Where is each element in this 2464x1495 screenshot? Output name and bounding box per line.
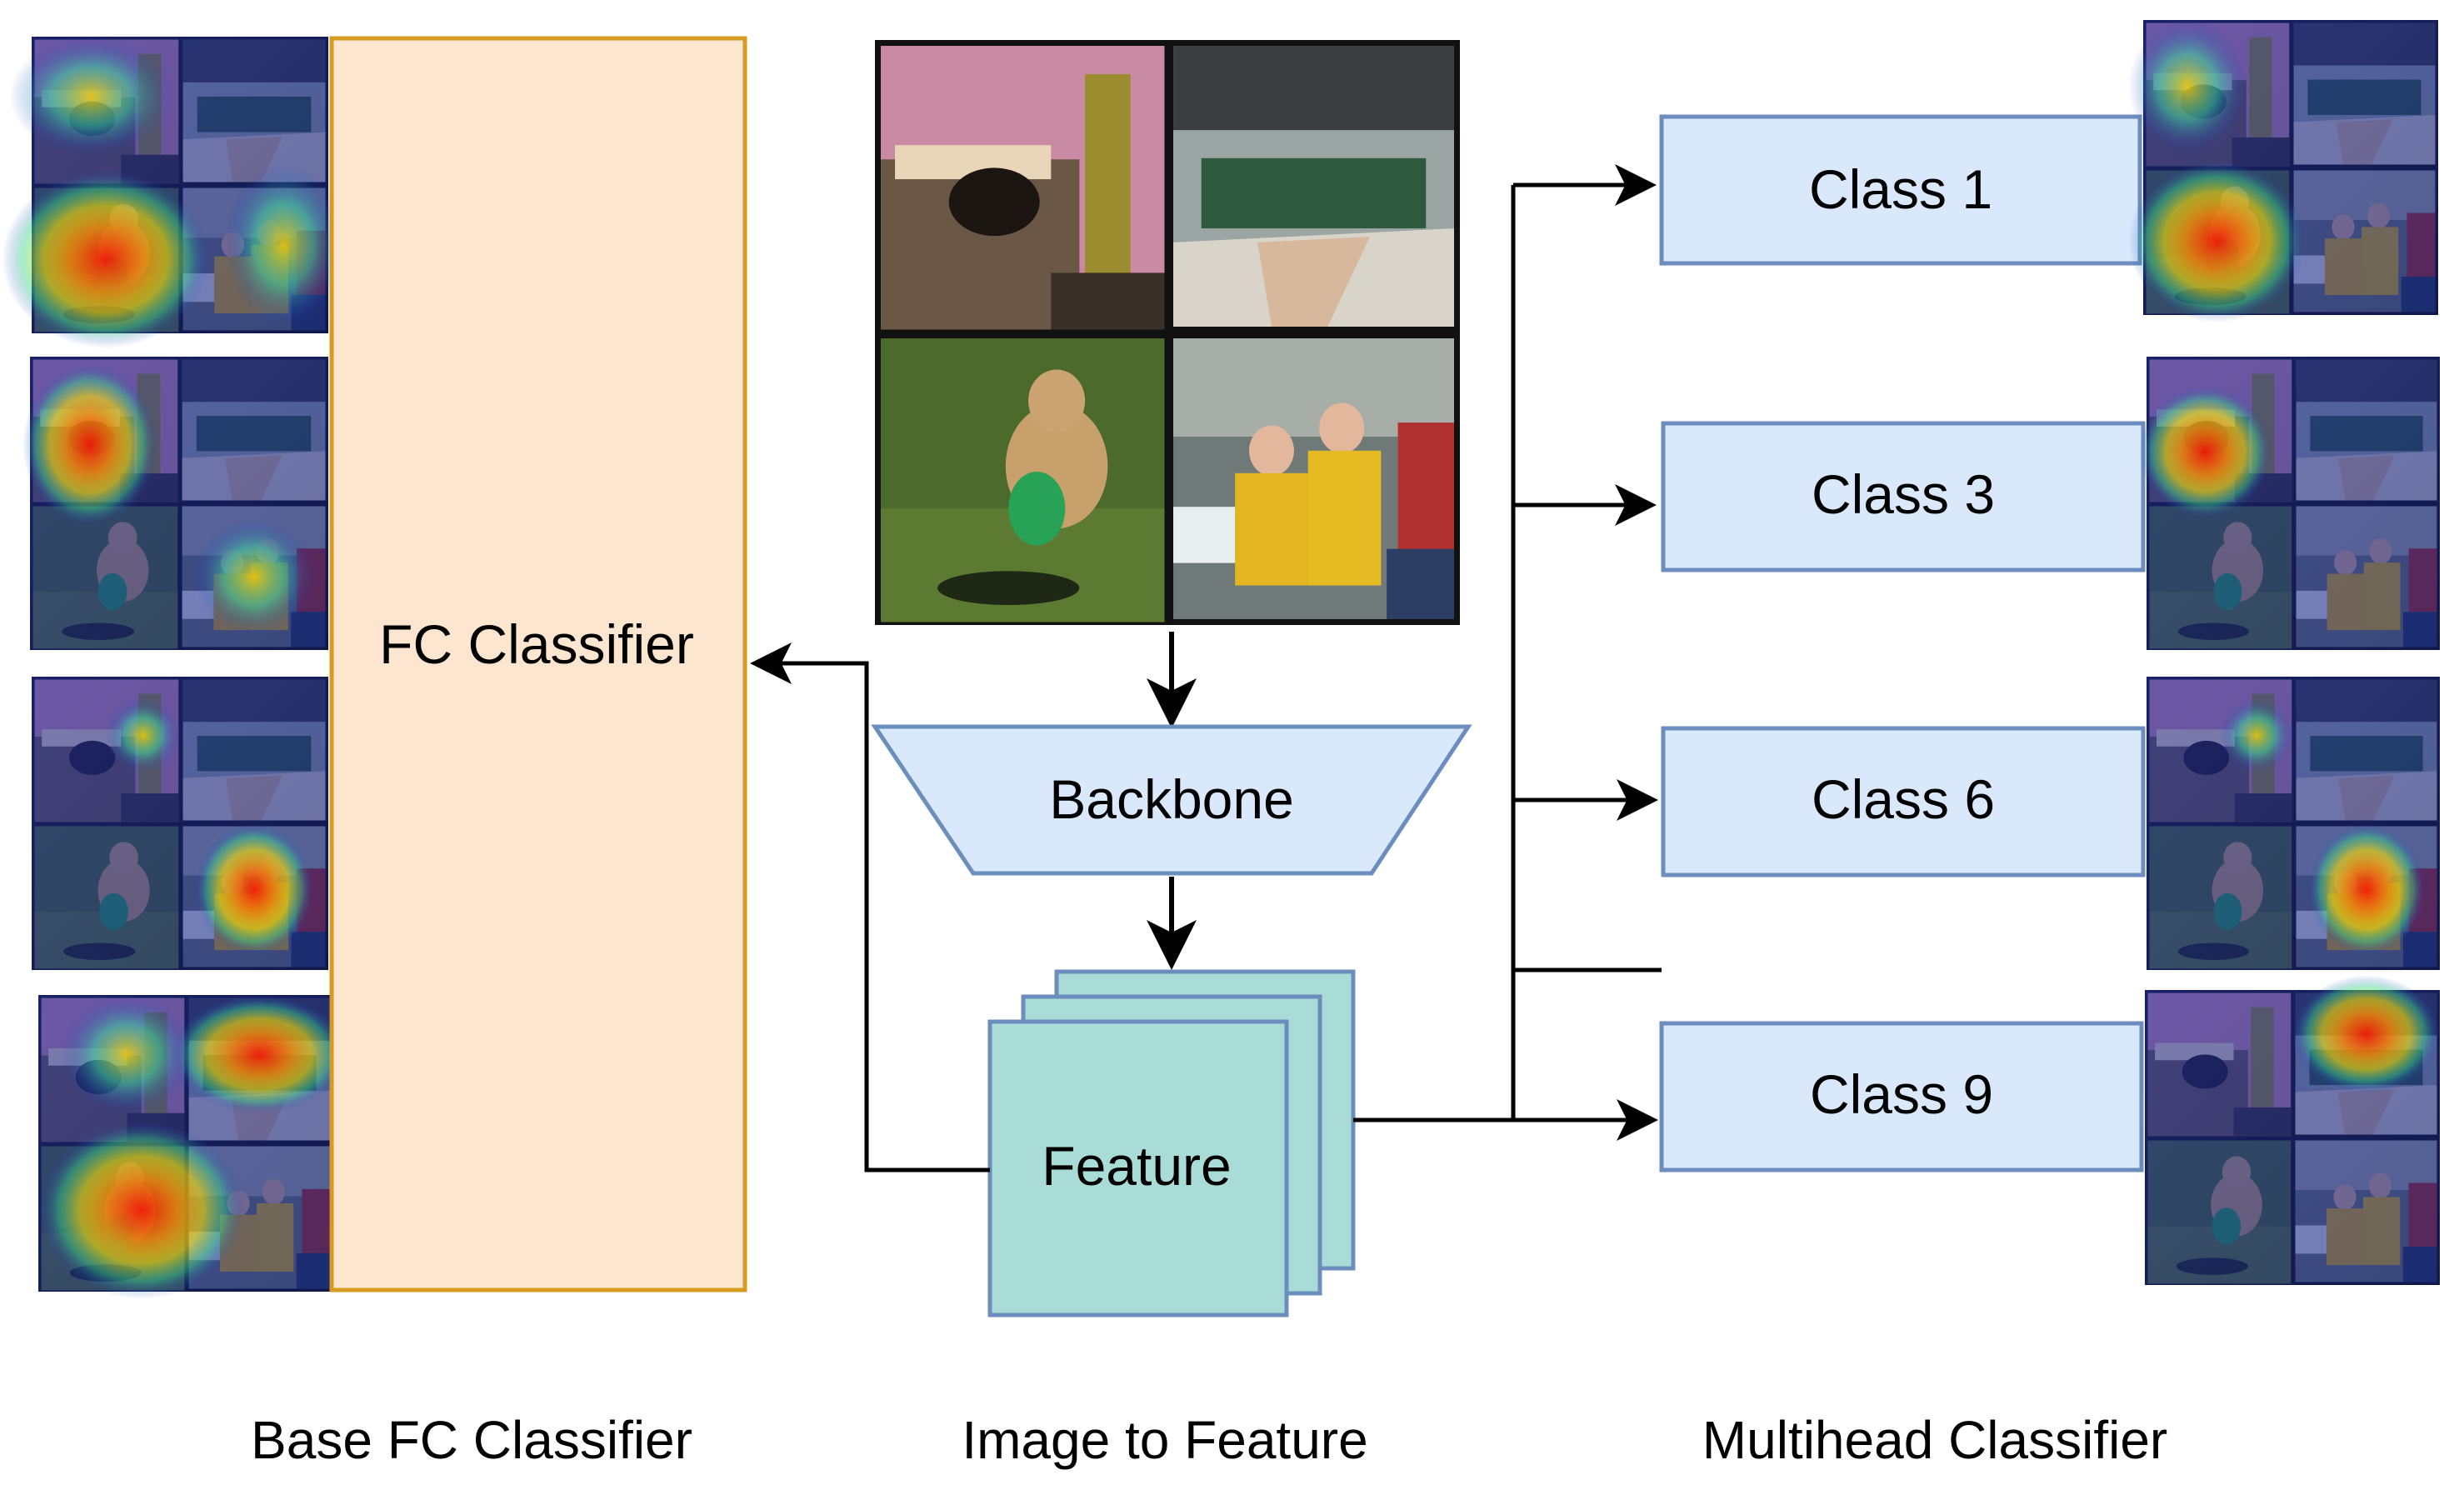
feature-stack (987, 969, 1356, 1318)
head-box-class-1 (1659, 114, 2142, 266)
backbone-shape (871, 724, 1472, 876)
head-box-class-6 (1661, 726, 2146, 878)
right-heatmap-3 (2147, 677, 2440, 970)
head-box-class-3 (1661, 421, 2146, 572)
caption-image-to-feature: Image to Feature (962, 1410, 1367, 1470)
head-label-class-1: Class 1 (1809, 158, 1992, 220)
head-label-class-9: Class 9 (1810, 1063, 1993, 1125)
caption-multihead-classifier: Multihead Classifier (1702, 1410, 2167, 1470)
left-heatmap-2 (22, 357, 328, 650)
left-heatmap-4 (38, 995, 348, 1299)
left-heatmap-1 (2, 37, 343, 348)
arrow-feature-to-fc (750, 642, 990, 1172)
fc-classifier-label: FC Classifier (379, 613, 694, 675)
caption-base-fc-classifier: Base FC Classifier (251, 1410, 692, 1470)
right-heatmap-1 (2128, 20, 2438, 322)
head-label-class-3: Class 3 (1812, 463, 1995, 525)
feature-label: Feature (1042, 1135, 1231, 1197)
input-image (875, 40, 1460, 625)
head-box-class-9 (1659, 1021, 2144, 1172)
backbone-label: Backbone (1049, 768, 1294, 830)
right-heatmap-4 (2145, 975, 2440, 1285)
head-label-class-6: Class 6 (1812, 768, 1995, 830)
multihead-connectors (1353, 164, 1662, 1141)
right-heatmap-2 (2139, 357, 2440, 650)
fc-classifier-box (329, 36, 747, 1292)
left-heatmap-3 (32, 677, 328, 970)
